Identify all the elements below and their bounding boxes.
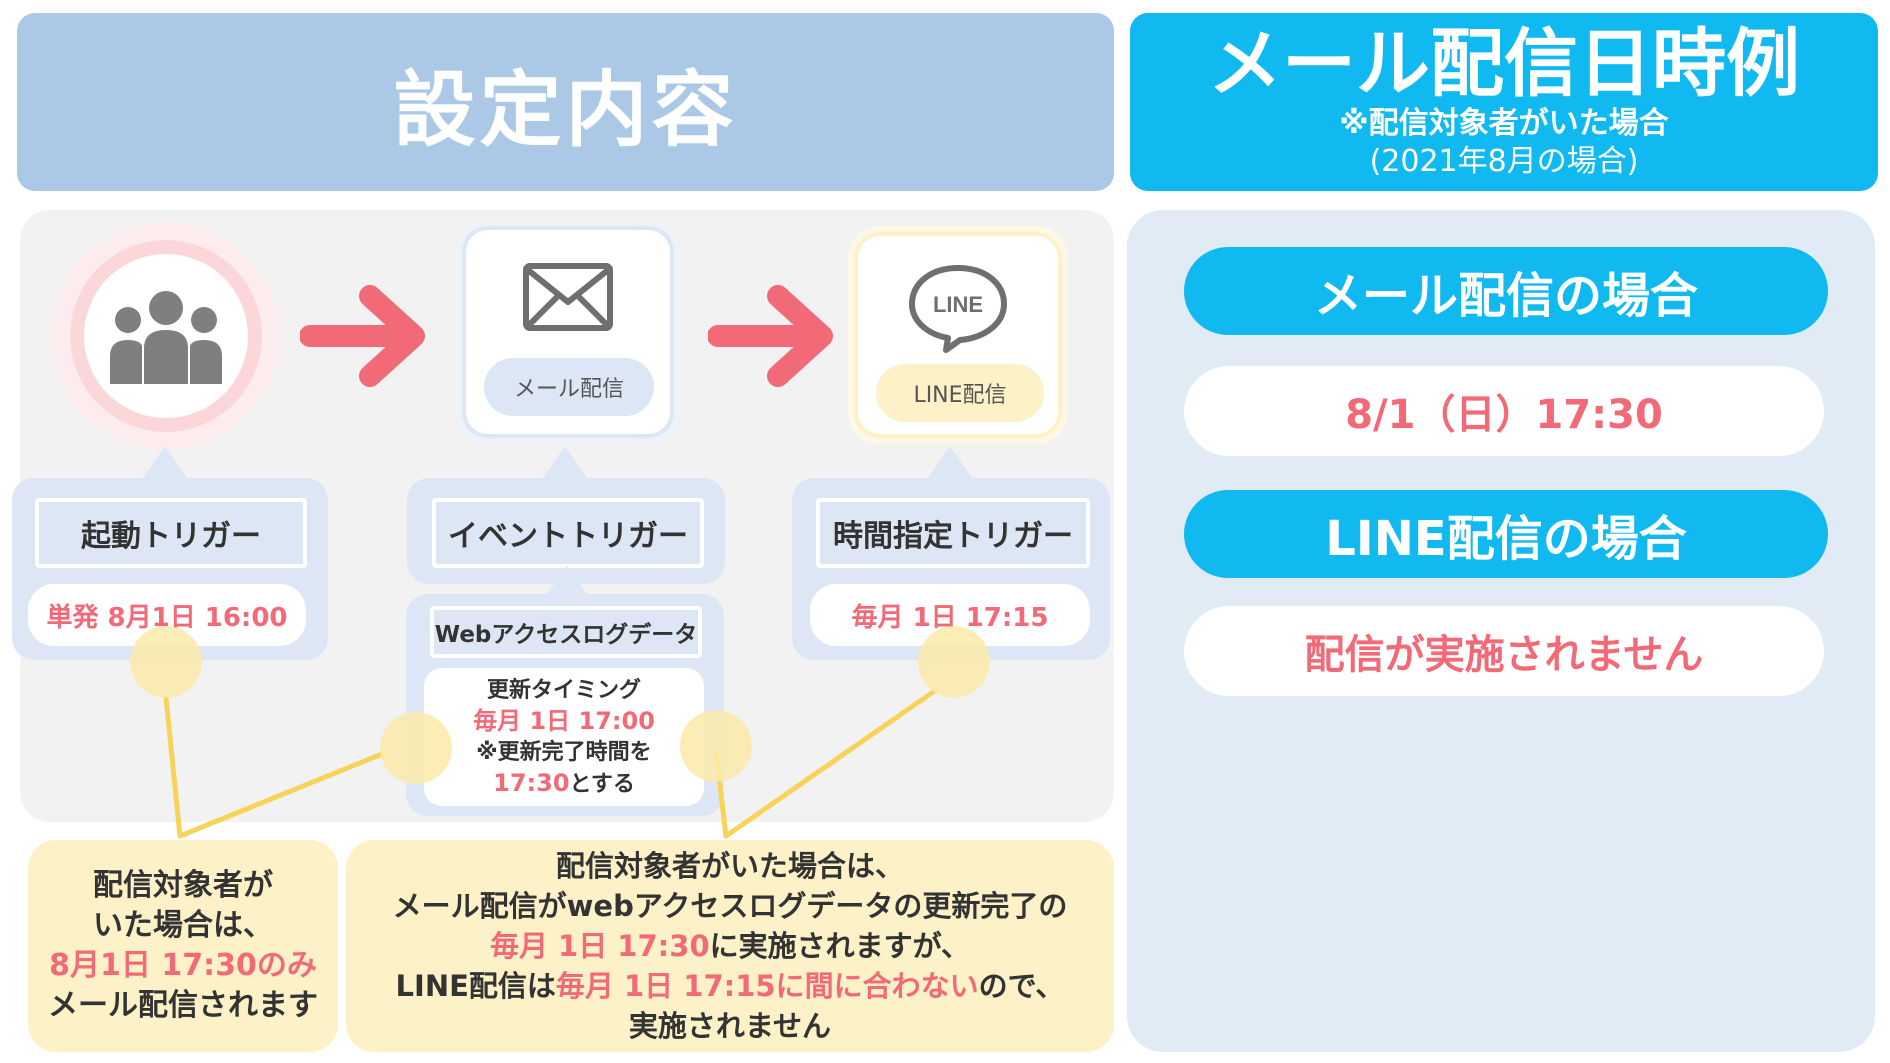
mail-example-title-text: メール配信の場合 bbox=[1313, 268, 1698, 324]
line-logo-icon: LINE bbox=[909, 265, 1007, 353]
event-trigger-label: イベントトリガー bbox=[432, 498, 704, 568]
launch-note-line-4: メール配信されます bbox=[48, 988, 318, 1023]
launch-note-line-2: いた場合は、 bbox=[93, 908, 273, 943]
mail-example-value-text: 8/1（日）17:30 bbox=[1345, 392, 1663, 438]
explanation-line-4-a: LINE配信は bbox=[395, 969, 556, 1003]
envelope-icon bbox=[523, 263, 613, 331]
web-log-line-3: ※更新完了時間を bbox=[476, 739, 652, 765]
time-trigger-label: 時間指定トリガー bbox=[816, 498, 1090, 568]
launch-trigger-label-text: 起動トリガー bbox=[81, 519, 261, 554]
line-example-title-text: LINE配信の場合 bbox=[1325, 511, 1687, 567]
arrow-right-icon bbox=[300, 285, 425, 387]
web-log-label: Webアクセスログデータ bbox=[430, 606, 702, 658]
settings-title: 設定内容 bbox=[393, 62, 738, 158]
line-card-label: LINE配信 bbox=[876, 364, 1044, 422]
web-log-label-text: Webアクセスログデータ bbox=[434, 622, 698, 648]
event-trigger-label-text: イベントトリガー bbox=[448, 519, 688, 554]
web-log-line-2: 毎月 1日 17:00 bbox=[473, 706, 655, 735]
web-log-line-4-text: とする bbox=[569, 771, 635, 797]
arrow-right-icon bbox=[708, 285, 833, 387]
line-example-value: 配信が実施されません bbox=[1184, 606, 1824, 696]
mail-example-value: 8/1（日）17:30 bbox=[1184, 366, 1824, 456]
pointer-triangle bbox=[544, 566, 590, 598]
pointer-triangle bbox=[140, 446, 190, 482]
web-log-line-1: 更新タイミング bbox=[486, 677, 641, 703]
time-trigger-label-text: 時間指定トリガー bbox=[833, 519, 1073, 554]
mail-schedule-title: メール配信日時例 bbox=[1208, 21, 1800, 107]
launch-note: 配信対象者が いた場合は、 8月1日 17:30のみ メール配信されます bbox=[28, 840, 338, 1052]
pointer-triangle bbox=[540, 446, 590, 482]
explanation-line-3-text: に実施されますが、 bbox=[709, 929, 971, 963]
explanation-line-2: メール配信がwebアクセスログデータの更新完了の bbox=[392, 889, 1068, 923]
launch-note-line-1: 配信対象者が bbox=[93, 868, 273, 903]
line-example-value-text: 配信が実施されません bbox=[1304, 632, 1704, 678]
web-log-detail: 更新タイミング 毎月 1日 17:00 ※更新完了時間を 17:30とする bbox=[424, 668, 704, 806]
line-card-label-text: LINE配信 bbox=[913, 383, 1007, 408]
users-icon bbox=[110, 291, 222, 384]
connector-dot bbox=[130, 626, 202, 698]
mail-schedule-subnote: (2021年8月の場合) bbox=[1369, 144, 1639, 179]
mail-schedule-header: メール配信日時例 ※配信対象者がいた場合 (2021年8月の場合) bbox=[1130, 13, 1878, 191]
explanation-line-3-time: 毎月 1日 17:30 bbox=[489, 929, 710, 963]
explanation-note: 配信対象者がいた場合は、 メール配信がwebアクセスログデータの更新完了の 毎月… bbox=[346, 840, 1114, 1052]
launch-note-line-3: 8月1日 17:30のみ bbox=[49, 948, 317, 983]
explanation-line-4-c: ので、 bbox=[978, 969, 1065, 1003]
connector-dot bbox=[380, 712, 452, 784]
settings-header: 設定内容 bbox=[17, 13, 1114, 191]
connector-dot bbox=[918, 626, 990, 698]
explanation-line-1: 配信対象者がいた場合は、 bbox=[555, 849, 904, 883]
explanation-line-5: 実施されません bbox=[628, 1009, 832, 1043]
mail-schedule-note: ※配信対象者がいた場合 bbox=[1339, 106, 1669, 141]
line-logo-text: LINE bbox=[933, 292, 983, 317]
mail-card-label: メール配信 bbox=[484, 358, 654, 416]
connector-dot bbox=[680, 710, 752, 782]
pointer-triangle bbox=[925, 446, 975, 482]
mail-card-label-text: メール配信 bbox=[513, 377, 624, 402]
launch-trigger-label: 起動トリガー bbox=[35, 498, 307, 568]
explanation-line-4-b: 毎月 1日 17:15に間に合わない bbox=[555, 969, 979, 1003]
line-example-title: LINE配信の場合 bbox=[1184, 490, 1828, 578]
web-log-line-4-time: 17:30 bbox=[493, 768, 570, 797]
mail-example-title: メール配信の場合 bbox=[1184, 247, 1828, 335]
